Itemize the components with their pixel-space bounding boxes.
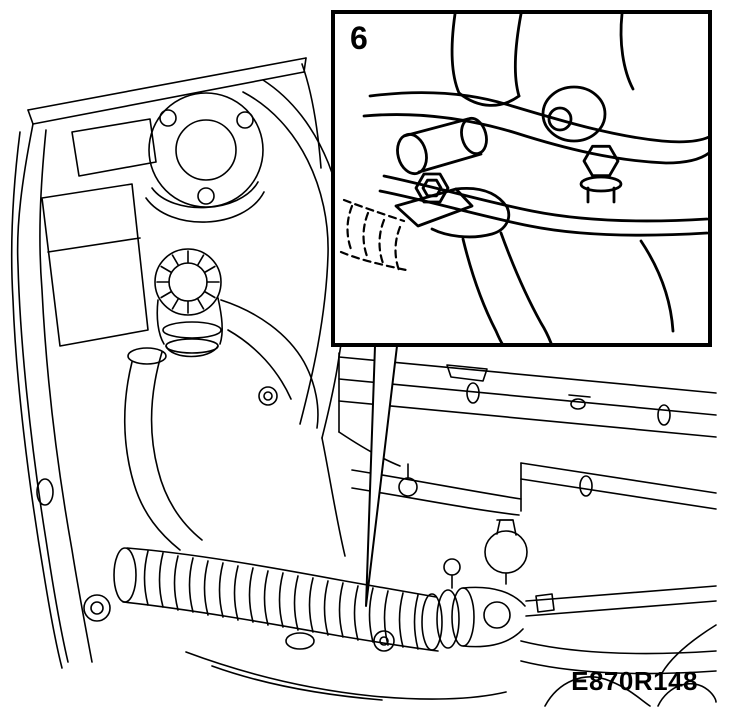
- inset-hex-bolt: [579, 144, 623, 204]
- throttle-body: [436, 519, 528, 649]
- lower-engine-curves: [185, 630, 717, 707]
- strut-tower: [145, 92, 265, 223]
- body-panel-lines: [10, 57, 307, 669]
- inset-detail-drawing: [362, 12, 711, 347]
- inset-number-label: 6: [350, 20, 368, 56]
- inset-bolt-spacer: [394, 116, 511, 239]
- radiator-support-rails: [338, 352, 717, 516]
- inset-leader-pointer: [365, 345, 398, 607]
- fluid-reservoir-cap: [154, 248, 223, 358]
- intake-hose: [113, 547, 443, 652]
- inset-dashed-hose-ribs: [339, 198, 408, 275]
- figure-code: E870R148: [571, 666, 698, 696]
- engine-hoses: [123, 63, 348, 557]
- coolant-pipes: [520, 585, 717, 675]
